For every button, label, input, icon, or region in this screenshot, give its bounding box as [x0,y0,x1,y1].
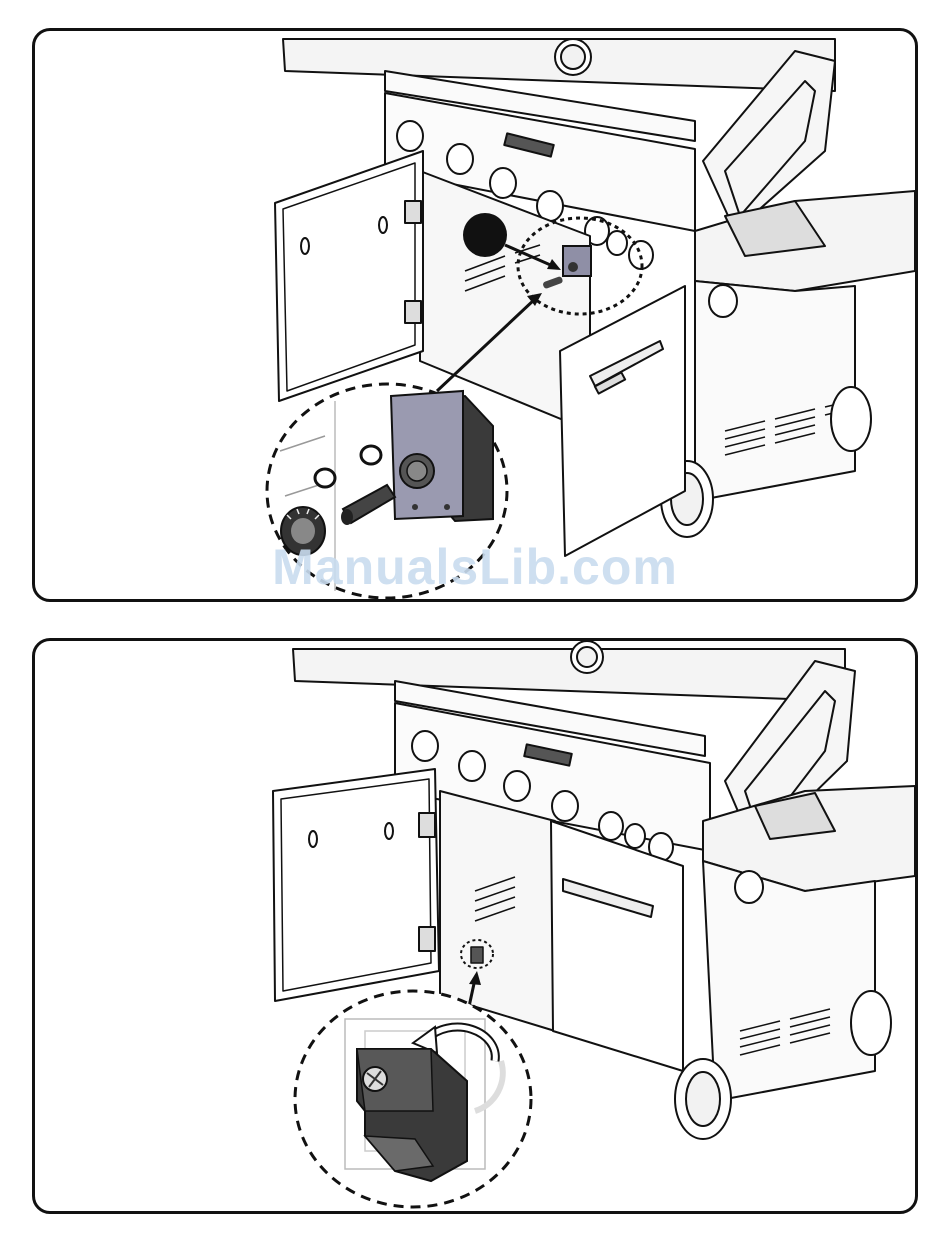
door-hinge [405,201,421,223]
control-knob-icon [459,751,485,781]
control-knob-icon [397,121,423,151]
door-hinge [419,813,435,837]
left-door-open [275,151,423,401]
control-knob-icon [552,791,578,821]
instruction-panel-2 [32,638,918,1214]
control-knob-icon [599,812,623,840]
ignition-module-small-icon [563,246,591,276]
control-knob-icon [412,731,438,761]
rear-wheel [851,991,891,1055]
right-cabinet [703,861,875,1101]
instruction-panel-1 [32,28,918,602]
grill-illustration-1 [35,31,915,599]
cabinet-interior [440,791,555,1031]
rear-wheel [831,387,871,451]
control-knob-icon [735,871,763,903]
step-marker-black-dot-icon [463,213,507,257]
door-hinge [419,927,435,951]
control-knob-icon [447,144,473,174]
grill-illustration-2 [35,641,915,1211]
control-knob-icon [607,231,627,255]
module-bracket-small-icon [471,947,483,963]
control-knob-icon [709,285,737,317]
right-door [551,821,683,1071]
grill-hood [293,649,845,701]
control-knob-icon [504,771,530,801]
control-knob-icon [625,824,645,848]
control-knob-icon [490,168,516,198]
door-hinge [405,301,421,323]
